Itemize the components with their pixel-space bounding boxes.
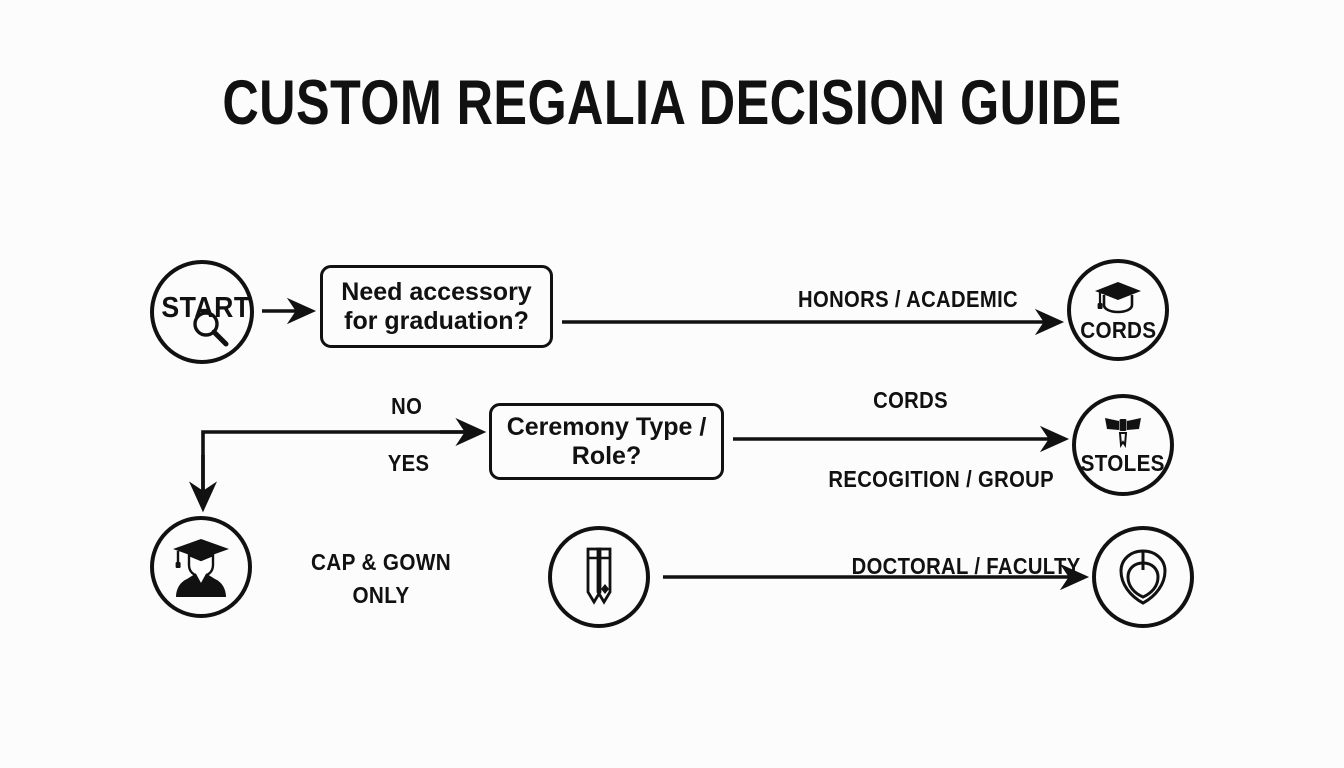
node-stoles[interactable]: STOLES <box>1072 394 1174 496</box>
decision-need-accessory[interactable]: Need accessory for graduation? <box>320 265 553 348</box>
doctoral-hood-icon <box>1119 549 1167 605</box>
graduate-person-icon <box>173 539 229 597</box>
decision-need-accessory-text: Need accessory for graduation? <box>341 278 532 335</box>
node-cords-label: CORDS <box>1079 316 1157 343</box>
node-stoles-label: STOLES <box>1080 449 1166 476</box>
decision-ceremony-type[interactable]: Ceremony Type / Role? <box>489 403 724 480</box>
edge-label-yes: YES <box>387 450 430 476</box>
edge-label-cap-gown-only: CAP & GOWN ONLY <box>310 549 452 609</box>
node-stole-art[interactable] <box>548 526 650 628</box>
node-graduate[interactable] <box>150 516 252 618</box>
edge-label-cords: CORDS <box>873 387 948 413</box>
node-start-label: START <box>161 292 251 324</box>
node-hood[interactable] <box>1092 526 1194 628</box>
edge-label-no: NO <box>391 393 423 419</box>
decision-ceremony-type-text: Ceremony Type / Role? <box>506 413 707 470</box>
edge-label-doctoral-faculty: DOCTORAL / FACULTY <box>851 553 1081 579</box>
node-start[interactable]: START <box>150 260 254 364</box>
edge-label-recognition-group: RECOGITION / GROUP <box>828 466 1055 492</box>
stole-sash-icon <box>586 547 612 605</box>
edge-label-honors-academic: HONORS / ACADEMIC <box>798 286 1019 312</box>
graduation-cap-icon <box>1095 281 1141 313</box>
connector-elbow-to-ceremony <box>201 430 480 497</box>
node-cords[interactable]: CORDS <box>1067 259 1169 361</box>
magnifier-icon <box>193 311 229 347</box>
ribbon-bowtie-icon <box>1105 417 1141 448</box>
page-title: CUSTOM REGALIA DECISION GUIDE <box>222 68 1122 138</box>
